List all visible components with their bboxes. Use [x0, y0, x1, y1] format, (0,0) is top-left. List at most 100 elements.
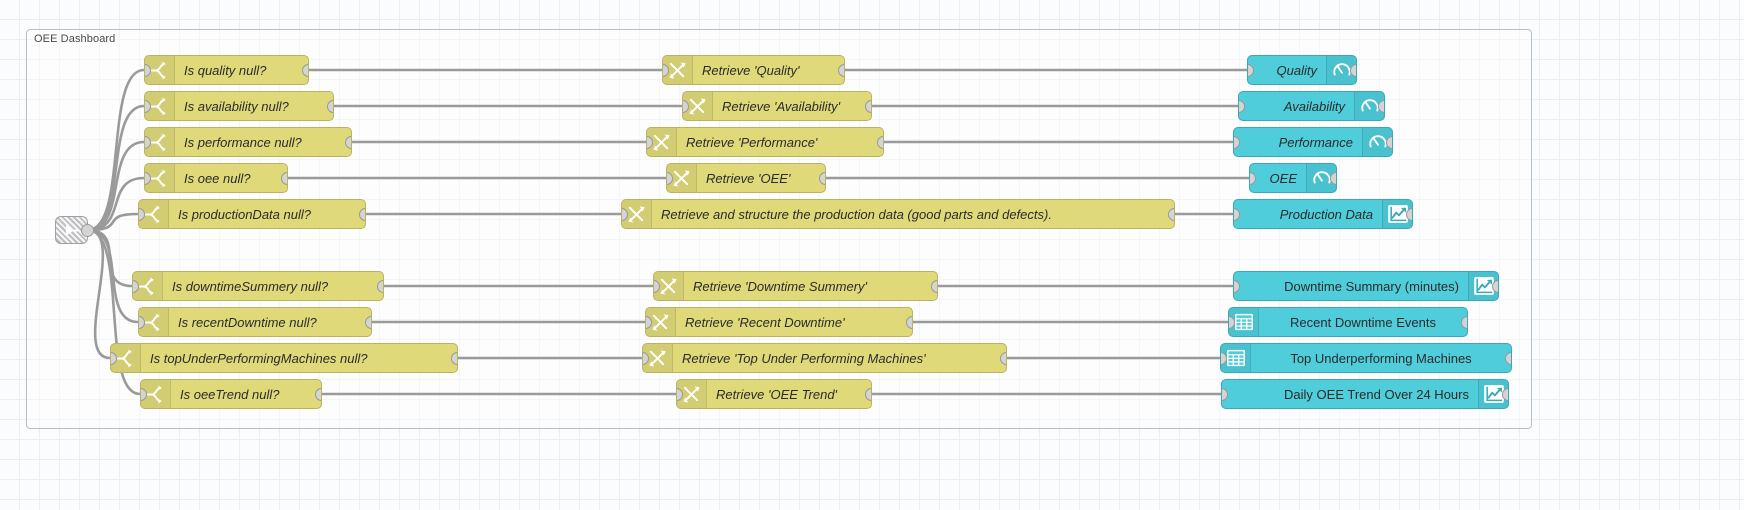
switch-node-downtime-summary-output-port[interactable]: [377, 279, 383, 293]
switch-node-top-underperforming-label: Is topUnderPerformingMachines null?: [150, 350, 368, 366]
ui-node-top-underperforming-output-port[interactable]: [1505, 351, 1511, 365]
switch-node-recent-downtime[interactable]: Is recentDowntime null?: [138, 307, 372, 337]
change-node-quality-output-port[interactable]: [838, 63, 844, 77]
link-in-node[interactable]: [55, 216, 94, 244]
switch-node-downtime-summary-label: Is downtimeSummery null?: [172, 278, 329, 294]
ui-node-performance-output-port[interactable]: [1386, 135, 1392, 149]
change-node-top-underperforming[interactable]: Retrieve 'Top Under Performing Machines': [642, 343, 1007, 373]
switch-node-performance-label: Is performance null?: [184, 134, 302, 150]
change-node-downtime-summary[interactable]: Retrieve 'Downtime Summery': [653, 271, 938, 301]
ui-node-oee-trend[interactable]: Daily OEE Trend Over 24 Hours: [1221, 379, 1509, 409]
chart-icon: [1473, 277, 1494, 295]
change-icon-box: [667, 164, 697, 192]
ui-node-recent-downtime[interactable]: Recent Downtime Events: [1228, 307, 1468, 337]
switch-node-production-data[interactable]: Is productionData null?: [138, 199, 366, 229]
switch-node-recent-downtime-output-port[interactable]: [365, 315, 371, 329]
chart-icon: [1483, 385, 1504, 403]
change-node-performance[interactable]: Retrieve 'Performance': [646, 127, 884, 157]
ui-node-oee-trend-output-port[interactable]: [1502, 387, 1508, 401]
ui-node-quality-label: Quality: [1276, 62, 1317, 78]
group-label: OEE Dashboard: [34, 33, 116, 45]
ui-node-availability-output-port[interactable]: [1378, 99, 1384, 113]
change-icon: [683, 385, 700, 403]
change-node-oee-trend[interactable]: Retrieve 'OEE Trend': [676, 379, 872, 409]
ui-node-oee[interactable]: OEE: [1249, 163, 1337, 193]
switch-icon-box: [145, 56, 175, 84]
change-node-oee-output-port[interactable]: [819, 171, 825, 185]
change-icon: [689, 97, 706, 115]
switch-icon: [150, 96, 166, 116]
change-node-oee-trend-output-port[interactable]: [865, 387, 871, 401]
switch-node-availability-output-port[interactable]: [327, 99, 333, 113]
switch-node-oee-label: Is oee null?: [184, 170, 251, 186]
switch-node-oee-trend[interactable]: Is oeeTrend null?: [140, 379, 322, 409]
ui-node-top-underperforming-label: Top Underperforming Machines: [1290, 350, 1472, 366]
change-icon-box: [663, 56, 693, 84]
change-node-oee-trend-label: Retrieve 'OEE Trend': [716, 386, 838, 402]
change-icon: [660, 277, 677, 295]
change-node-quality[interactable]: Retrieve 'Quality': [662, 55, 845, 85]
ui-node-downtime-summary-label: Downtime Summary (minutes): [1284, 278, 1459, 294]
switch-node-performance-output-port[interactable]: [345, 135, 351, 149]
change-icon: [669, 61, 686, 79]
table-icon: [1234, 313, 1253, 331]
change-node-recent-downtime-output-port[interactable]: [906, 315, 912, 329]
change-node-recent-downtime[interactable]: Retrieve 'Recent Downtime': [645, 307, 913, 337]
switch-node-production-data-output-port[interactable]: [359, 207, 365, 221]
ui-node-downtime-summary-output-port[interactable]: [1492, 279, 1498, 293]
switch-node-availability[interactable]: Is availability null?: [144, 91, 334, 121]
link-node-output-port[interactable]: [81, 223, 94, 237]
ui-node-production-data[interactable]: Production Data: [1233, 199, 1413, 229]
switch-icon-box: [139, 308, 169, 336]
change-node-oee[interactable]: Retrieve 'OEE': [666, 163, 826, 193]
gauge-icon: [1312, 171, 1331, 184]
change-node-availability-output-port[interactable]: [865, 99, 871, 113]
switch-node-top-underperforming-output-port[interactable]: [451, 351, 457, 365]
ui-node-performance[interactable]: Performance: [1233, 127, 1393, 157]
change-icon: [628, 205, 645, 223]
switch-node-top-underperforming[interactable]: Is topUnderPerformingMachines null?: [110, 343, 458, 373]
change-node-top-underperforming-output-port[interactable]: [1000, 351, 1006, 365]
switch-node-recent-downtime-label: Is recentDowntime null?: [178, 314, 317, 330]
ui-node-oee-label: OEE: [1269, 170, 1297, 186]
table-icon: [1226, 349, 1245, 367]
ui-node-production-data-output-port[interactable]: [1406, 207, 1412, 221]
ui-node-top-underperforming[interactable]: Top Underperforming Machines: [1220, 343, 1512, 373]
switch-node-oee-trend-label: Is oeeTrend null?: [180, 386, 280, 402]
change-icon: [653, 133, 670, 151]
ui-node-oee-trend-label: Daily OEE Trend Over 24 Hours: [1284, 386, 1469, 402]
switch-node-oee[interactable]: Is oee null?: [144, 163, 288, 193]
change-node-performance-output-port[interactable]: [877, 135, 883, 149]
chart-icon: [1387, 205, 1408, 223]
change-node-production-data-output-port[interactable]: [1168, 207, 1174, 221]
gauge-icon-box: [1306, 164, 1336, 192]
ui-node-recent-downtime-output-port[interactable]: [1461, 315, 1467, 329]
switch-node-quality[interactable]: Is quality null?: [144, 55, 309, 85]
switch-icon: [150, 168, 166, 188]
switch-node-quality-output-port[interactable]: [302, 63, 308, 77]
gauge-icon: [1332, 63, 1351, 76]
switch-node-quality-label: Is quality null?: [184, 62, 267, 78]
switch-icon: [150, 60, 166, 80]
ui-node-downtime-summary[interactable]: Downtime Summary (minutes): [1233, 271, 1499, 301]
change-icon: [652, 313, 669, 331]
ui-node-recent-downtime-label: Recent Downtime Events: [1290, 314, 1436, 330]
switch-icon: [116, 348, 132, 368]
change-node-downtime-summary-output-port[interactable]: [931, 279, 937, 293]
switch-icon: [146, 384, 162, 404]
ui-node-quality-output-port[interactable]: [1350, 63, 1356, 77]
change-node-availability[interactable]: Retrieve 'Availability': [682, 91, 872, 121]
ui-node-quality[interactable]: Quality: [1247, 55, 1357, 85]
change-node-production-data[interactable]: Retrieve and structure the production da…: [621, 199, 1175, 229]
ui-node-availability[interactable]: Availability: [1238, 91, 1385, 121]
switch-icon: [144, 312, 160, 332]
switch-node-performance[interactable]: Is performance null?: [144, 127, 352, 157]
switch-node-oee-trend-output-port[interactable]: [315, 387, 321, 401]
ui-node-performance-label: Performance: [1278, 134, 1353, 150]
change-node-quality-label: Retrieve 'Quality': [702, 62, 800, 78]
switch-node-downtime-summary[interactable]: Is downtimeSummery null?: [132, 271, 384, 301]
change-node-performance-label: Retrieve 'Performance': [686, 134, 818, 150]
switch-node-oee-output-port[interactable]: [281, 171, 287, 185]
ui-node-oee-output-port[interactable]: [1330, 171, 1336, 185]
